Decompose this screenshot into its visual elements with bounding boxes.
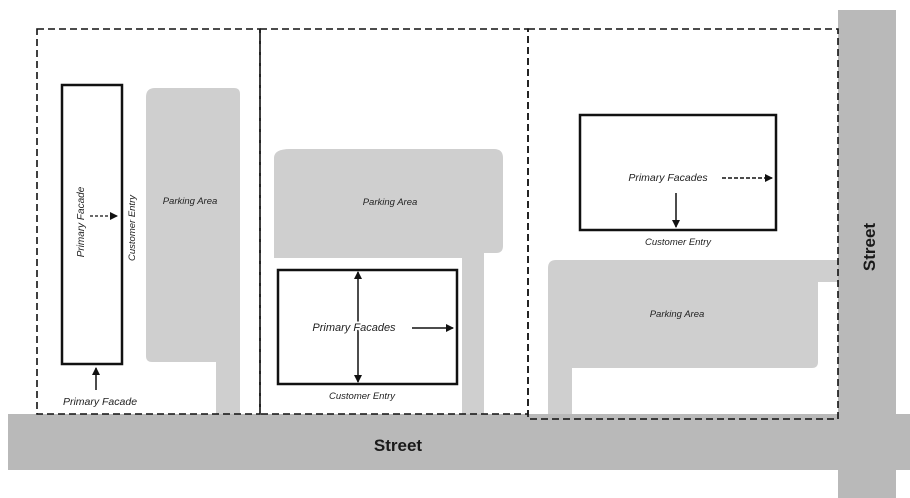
street-right-label: Street: [860, 223, 879, 272]
parking-area-middle-label: Parking Area: [363, 197, 418, 208]
building-middle: [276, 268, 459, 386]
street-bottom-label: Street: [374, 436, 423, 455]
primary-facade-vertical-label: Primary Facade: [76, 186, 87, 257]
street-right: [838, 10, 896, 498]
parking-area-middle-shape: [274, 149, 503, 414]
customer-entry-right-label: Customer Entry: [645, 237, 712, 248]
parking-area-right-label: Parking Area: [650, 309, 705, 320]
customer-entry-left-label: Customer Entry: [127, 194, 138, 261]
customer-entry-middle-label: Customer Entry: [329, 391, 396, 402]
primary-facade-bottom-label: Primary Facade: [63, 396, 137, 408]
primary-facades-middle-label: Primary Facades: [312, 322, 396, 334]
primary-facades-right-label: Primary Facades: [628, 172, 708, 184]
lot-boundary-left: [36, 28, 261, 415]
parking-area-left-label: Parking Area: [163, 196, 218, 207]
building-right: [578, 113, 778, 232]
street-bottom: [8, 414, 910, 470]
parking-area-left-shape: [146, 88, 240, 414]
parking-area-right-shape: [548, 260, 838, 414]
lot-boundary-middle: [259, 28, 529, 415]
building-left: [60, 83, 124, 366]
lot-boundary-right: [527, 28, 839, 420]
